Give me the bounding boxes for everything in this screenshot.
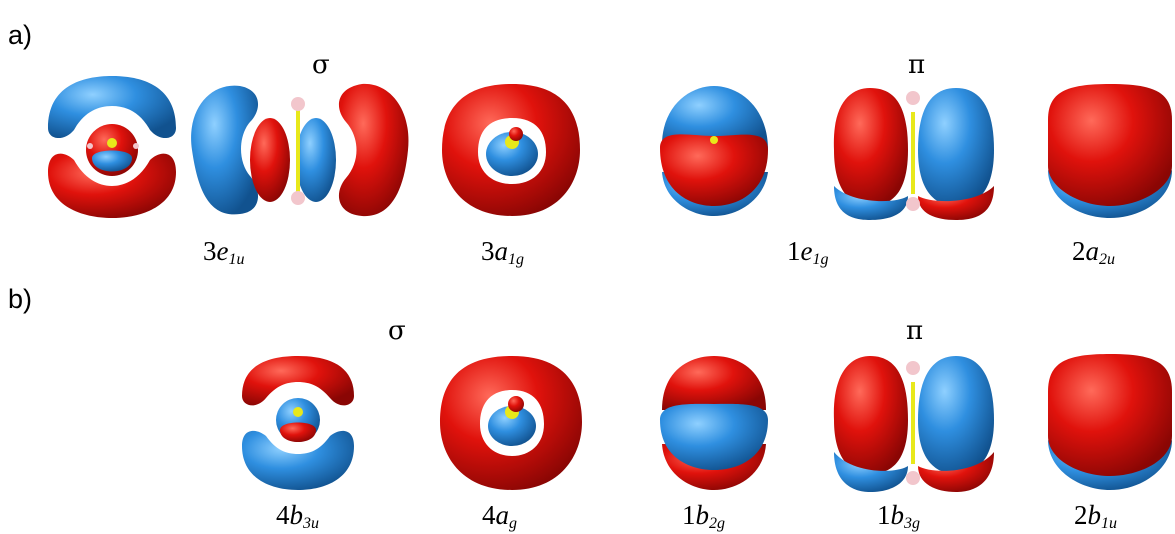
orbital-a-1e1g-left xyxy=(660,86,768,216)
orbital-b-4b3u xyxy=(242,356,354,490)
orbital-label-b-2: 1b2g xyxy=(682,502,725,532)
orbital-a-3e1u-left xyxy=(48,76,176,218)
orbital-label-b-4: 2b1u xyxy=(1074,502,1117,532)
orbital-label-b-1: 4ag xyxy=(482,502,517,532)
orbital-label-a-3: 2a2u xyxy=(1072,238,1115,268)
orbital-label-a-0: 3e1u xyxy=(203,238,244,268)
orbital-label-a-2: 1e1g xyxy=(787,238,828,268)
orbital-a-3a1g xyxy=(442,84,580,216)
orbital-b-2b1u xyxy=(1048,354,1172,490)
orbital-b-1b2g xyxy=(660,356,768,490)
orbital-a-2a2u xyxy=(1048,84,1172,218)
orbital-a-3e1u-right xyxy=(191,84,408,216)
orbital-b-1b3g xyxy=(834,356,994,492)
orbital-a-1e1g-right xyxy=(834,88,994,220)
orbital-label-a-1: 3a1g xyxy=(481,238,524,268)
orbital-label-b-3: 1b3g xyxy=(877,502,920,532)
orbital-label-b-0: 4b3u xyxy=(276,502,319,532)
orbital-b-4ag xyxy=(440,356,582,490)
